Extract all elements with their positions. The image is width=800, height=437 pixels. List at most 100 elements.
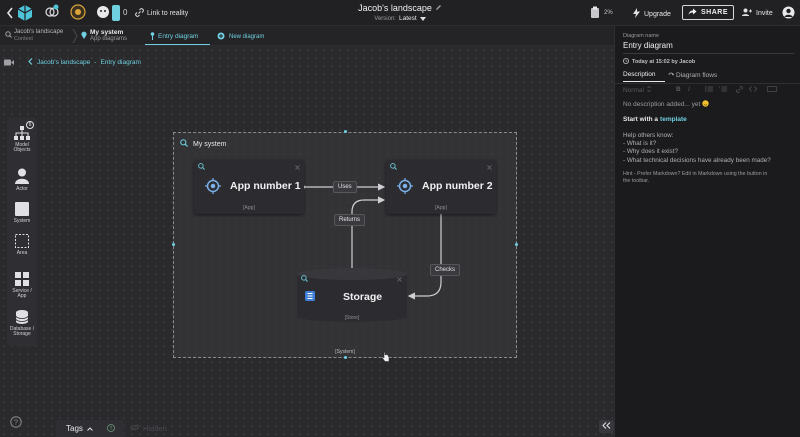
canvas-breadcrumb[interactable]: Jacob's landscape - Entry diagram <box>28 58 141 67</box>
avatar[interactable] <box>96 5 110 20</box>
chevron-updown-icon <box>647 86 651 94</box>
hidden-label: Hidden <box>143 424 167 433</box>
start-prefix: Start with a <box>623 116 659 123</box>
version-label: Version: <box>374 15 396 22</box>
users-icon[interactable] <box>44 4 60 20</box>
landscape-title-label: Jacob's landscape <box>358 3 432 13</box>
tool-model-objects-label2: Objects <box>13 147 31 153</box>
close-icon[interactable] <box>487 163 492 172</box>
resize-handle-top[interactable] <box>344 130 347 133</box>
storage-chip-icon <box>304 290 316 304</box>
hidden-toggle[interactable]: Hidden <box>130 424 167 433</box>
user-avatar[interactable] <box>782 6 795 19</box>
system-group-tag: [System] <box>335 349 355 355</box>
tool-system[interactable]: System <box>7 202 37 224</box>
clock-icon <box>623 57 629 66</box>
description-empty[interactable]: No description added... yet <box>623 100 710 109</box>
achievement-badge-icon[interactable] <box>70 4 86 20</box>
bold-icon[interactable]: B <box>676 86 681 93</box>
connection-label-checks[interactable]: Checks <box>430 264 461 276</box>
tool-area[interactable]: Area <box>7 234 37 256</box>
node-title: Storage <box>343 291 383 303</box>
location-pin-icon <box>81 31 87 39</box>
zoom-in-icon[interactable] <box>180 139 188 149</box>
context-sub: Context <box>14 36 33 42</box>
tab-diagram-flows[interactable]: Diagram flows <box>668 71 717 80</box>
node-title: App number 1 <box>230 180 301 192</box>
connection-label-uses[interactable]: Uses <box>333 181 357 193</box>
code-icon[interactable] <box>749 86 757 94</box>
tool-actor[interactable]: Actor <box>7 168 37 192</box>
new-diagram-label: New diagram <box>229 34 265 40</box>
clipboard-icon[interactable] <box>590 6 600 19</box>
video-camera-icon[interactable] <box>4 59 14 66</box>
actor-icon <box>15 168 29 186</box>
close-icon[interactable] <box>397 275 402 284</box>
help-item: - Why does it exist? <box>623 148 678 156</box>
breadcrumb-count: 0 <box>123 8 128 17</box>
bullet-list-icon[interactable] <box>705 86 713 94</box>
template-link[interactable]: template <box>660 116 687 123</box>
resize-handle-left[interactable] <box>172 243 175 246</box>
app-logo-icon[interactable] <box>17 4 33 22</box>
resize-handle-bottom[interactable] <box>344 356 347 359</box>
hierarchy-icon <box>14 126 30 142</box>
diagram-name-input[interactable]: Entry diagram <box>623 41 673 50</box>
node-app-number-1[interactable]: App number 1 [App] <box>194 160 304 214</box>
landscape-title[interactable]: Jacob's landscape <box>340 3 460 13</box>
numbered-list-icon[interactable] <box>719 86 727 94</box>
node-tag: [Store] <box>344 315 360 321</box>
invite-label: Invite <box>756 9 773 17</box>
link-to-reality-button[interactable]: Link to reality <box>135 8 188 19</box>
app-target-icon <box>205 178 221 196</box>
tab-description[interactable]: Description <box>623 71 665 82</box>
tab-entry-diagram[interactable]: Entry diagram <box>145 29 210 45</box>
diagram-name-label: Diagram name <box>623 33 660 39</box>
grid-icon <box>15 272 29 288</box>
system-breadcrumb[interactable]: My system App diagrams <box>90 29 127 43</box>
share-button[interactable]: SHARE <box>682 5 734 20</box>
collapse-panel-button[interactable] <box>599 420 614 433</box>
pin-icon <box>150 31 155 42</box>
invite-button[interactable]: Invite <box>742 8 773 18</box>
context-breadcrumb[interactable]: Jacob's landscape Context <box>14 29 63 43</box>
zoom-in-icon[interactable] <box>301 275 308 284</box>
format-select[interactable]: Normal <box>623 86 651 94</box>
zoom-in-icon[interactable] <box>198 163 205 172</box>
hint-line: Hint - Prefer Markdown? Edit in Markdown… <box>623 171 768 177</box>
smile-emoji-icon <box>702 100 710 109</box>
link-icon[interactable] <box>736 86 743 95</box>
node-app-number-2[interactable]: App number 2 [App] <box>386 160 496 214</box>
area-dashed-icon <box>15 234 29 250</box>
tags-toggle-button[interactable]: Tags ? <box>56 420 124 437</box>
share-label: SHARE <box>700 9 728 16</box>
tool-service-app[interactable]: Service / App <box>7 272 37 300</box>
chevron-right-icon <box>72 28 78 44</box>
version-value: Latest <box>398 15 417 22</box>
version-selector[interactable]: Version: Latest <box>340 14 460 23</box>
upgrade-button[interactable]: Upgrade <box>633 8 671 20</box>
divider <box>623 53 794 54</box>
hint-line: the toolbar. <box>623 178 650 184</box>
help-circle-icon[interactable]: ? <box>107 423 115 434</box>
help-icon[interactable]: ? <box>10 416 22 430</box>
divider <box>615 83 800 84</box>
node-title: App number 2 <box>422 180 493 192</box>
italic-icon[interactable]: I <box>688 86 690 93</box>
tool-database-storage[interactable]: Database / Storage <box>7 310 37 338</box>
back-chevron-icon[interactable] <box>6 7 14 19</box>
link-to-reality-label: Link to reality <box>147 10 189 17</box>
markdown-toggle-icon[interactable] <box>767 86 777 94</box>
close-icon[interactable] <box>295 163 300 172</box>
system-group-header: My system <box>180 139 226 149</box>
node-storage[interactable]: Storage [Store] <box>297 268 407 324</box>
search-icon[interactable] <box>5 31 12 38</box>
resize-handle-right[interactable] <box>515 243 518 246</box>
context-title: Jacob's landscape <box>14 29 64 35</box>
zoom-in-icon[interactable] <box>390 163 397 172</box>
new-diagram-button[interactable]: New diagram <box>217 32 264 42</box>
connection-label-returns[interactable]: Returns <box>334 214 366 226</box>
pencil-icon[interactable] <box>435 4 442 13</box>
bolt-icon <box>633 8 640 20</box>
tool-model-objects[interactable]: Model Objects <box>7 126 37 154</box>
